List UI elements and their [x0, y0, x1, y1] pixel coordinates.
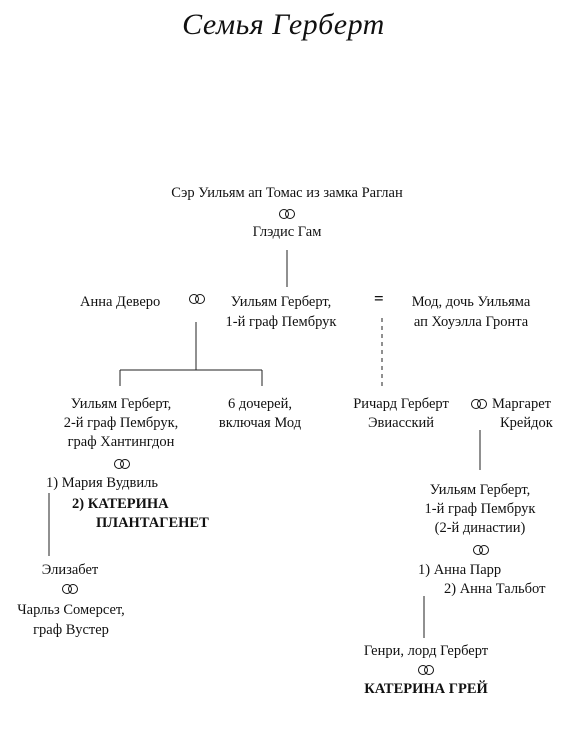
page-title: Семья Герберт	[182, 8, 385, 41]
person-william-ap-thomas: Сэр Уильям ап Томас из замка Раглан	[171, 185, 403, 201]
six-daughters-line2: включая Мод	[218, 415, 302, 431]
person-maud-line1: Мод, дочь Уильяма	[411, 294, 531, 310]
person-charles-somerset-line1: Чарльз Сомерсет,	[17, 602, 125, 618]
person-mary-woodville: 1) Мария Вудвиль	[46, 475, 158, 491]
person-henry-lord-herbert: Генри, лорд Герберт	[363, 643, 489, 659]
person-william-herbert-2nd-creation-line1: Уильям Герберт,	[429, 482, 531, 498]
person-william-herbert-2nd-earl-line1: Уильям Герберт,	[70, 396, 172, 412]
person-anne-talbot: 2) Анна Тальбот	[444, 581, 546, 597]
marriage-rings-icon	[114, 459, 130, 469]
marriage-rings-icon	[473, 545, 489, 555]
six-daughters-line1: 6 дочерей,	[228, 396, 292, 412]
marriage-rings-icon	[62, 584, 78, 594]
person-william-herbert-2nd-creation-line2: 1-й граф Пембрук	[424, 501, 536, 517]
union-equals-sign: =	[374, 289, 384, 308]
person-richard-herbert-line2: Эвиасский	[367, 415, 435, 431]
person-katherine-plantagenet-line2: ПЛАНТАГЕНЕТ	[96, 515, 209, 531]
marriage-rings-icon	[418, 665, 434, 675]
person-william-herbert-1st-earl-line2: 1-й граф Пембрук	[225, 314, 337, 330]
person-elizabeth: Элизабет	[41, 562, 99, 578]
person-anne-parr: 1) Анна Парр	[418, 562, 502, 578]
person-margaret-cradock-line2: Крейдок	[500, 415, 553, 431]
person-william-herbert-1st-earl-line1: Уильям Герберт,	[230, 294, 332, 310]
person-gladys-gam: Глэдис Гам	[252, 224, 322, 240]
person-katherine-plantagenet-line1: 2) КАТЕРИНА	[72, 496, 169, 512]
person-charles-somerset-line2: граф Вустер	[33, 622, 109, 638]
person-katherine-grey: КАТЕРИНА ГРЕЙ	[364, 681, 488, 697]
marriage-rings-icon	[279, 209, 295, 219]
person-margaret-cradock-line1: Маргарет	[492, 396, 551, 412]
marriage-rings-icon	[189, 294, 205, 304]
marriage-rings-icon	[471, 399, 487, 409]
person-anna-devereux: Анна Деверо	[80, 294, 161, 310]
person-maud-line2: ап Хоуэлла Гронта	[413, 314, 529, 330]
person-william-herbert-2nd-creation-line3: (2-й династии)	[434, 520, 526, 536]
person-william-herbert-2nd-earl-line2: 2-й граф Пембрук,	[63, 415, 179, 431]
person-richard-herbert-line1: Ричард Герберт	[353, 396, 449, 412]
person-william-herbert-2nd-earl-line3: граф Хантингдон	[67, 434, 175, 450]
